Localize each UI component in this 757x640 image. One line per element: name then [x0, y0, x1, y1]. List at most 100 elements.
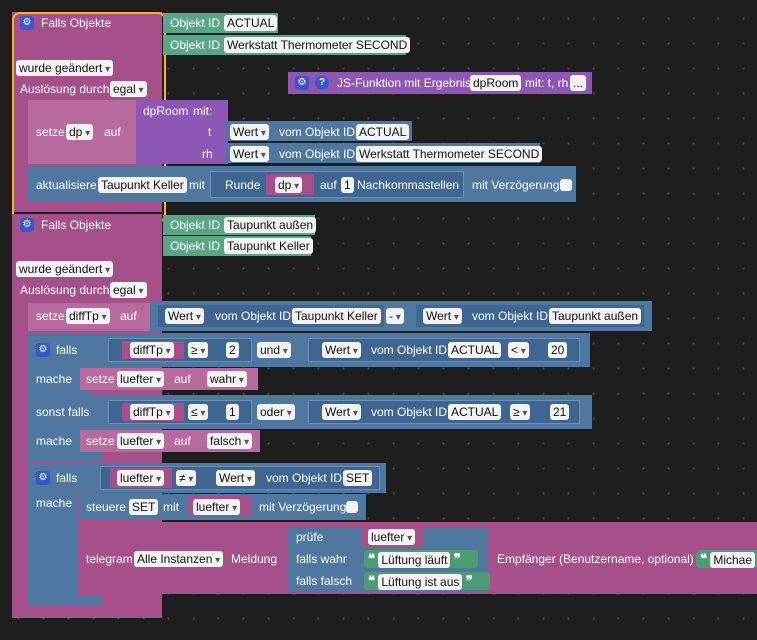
text-block[interactable]: ❝ Lüftung ist aus ❞	[364, 572, 490, 590]
variable-dropdown[interactable]: luefter	[117, 433, 165, 449]
quote-open-icon: ❝	[368, 573, 375, 588]
operator-dropdown[interactable]: ≠	[176, 470, 197, 486]
if-label: falls	[56, 343, 78, 357]
object-id-field[interactable]: ACTUAL	[448, 404, 502, 420]
auf-label: auf	[104, 125, 121, 139]
control-label: steuere	[86, 500, 127, 514]
object-id-label: Objekt ID	[170, 38, 221, 52]
object-id-field[interactable]: Taupunkt Keller	[224, 238, 313, 254]
changed-dropdown[interactable]: wurde geändert	[16, 60, 114, 76]
gear-icon[interactable]: ⚙	[295, 76, 309, 90]
operator-dropdown[interactable]: ≤	[188, 404, 209, 420]
wert-dropdown[interactable]: Wert	[322, 342, 361, 358]
operator-dropdown[interactable]: -	[386, 308, 404, 324]
variable-dropdown[interactable]: luefter	[193, 499, 241, 515]
gear-icon[interactable]: ⚙	[36, 343, 50, 357]
do-label: mache	[36, 372, 73, 386]
object-id-field[interactable]: ACTUAL	[356, 124, 410, 140]
wert-dropdown[interactable]: Wert	[230, 146, 269, 162]
if-block-1-bottom	[28, 452, 102, 461]
do-label: mache	[36, 434, 73, 448]
function-name: dpRoom	[143, 104, 189, 118]
function-mit-label: mit:	[193, 104, 213, 118]
vom-objekt-label: vom Objekt ID	[266, 471, 343, 485]
gear-icon[interactable]: ⚙	[36, 471, 50, 485]
set-label: setze	[86, 434, 115, 448]
number-field[interactable]: 2	[226, 342, 239, 358]
set-label: setze	[86, 372, 115, 386]
digits-field[interactable]: 1	[341, 177, 354, 193]
vom-objekt-label: vom Objekt ID	[279, 125, 356, 139]
variable-dropdown[interactable]: luefter	[117, 470, 165, 486]
param-t-label: t	[208, 125, 212, 139]
variable-dropdown[interactable]: diffTp	[66, 308, 110, 324]
trigger-by-dropdown[interactable]: egal	[110, 282, 147, 298]
if-block-2[interactable]	[28, 463, 78, 605]
do-label: mache	[36, 496, 73, 510]
logic-dropdown[interactable]: oder	[257, 404, 295, 420]
object-id-field[interactable]: ACTUAL	[448, 342, 502, 358]
operator-dropdown[interactable]: ≥	[510, 404, 531, 420]
object-id-field[interactable]: Taupunkt außen	[224, 217, 317, 233]
elseif-label: sonst falls	[36, 405, 90, 419]
object-id-field[interactable]: Taupunkt außen	[549, 308, 642, 324]
variable-dropdown[interactable]: luefter	[368, 529, 416, 545]
delay-checkbox[interactable]	[560, 179, 572, 191]
gear-icon[interactable]: ⚙	[20, 16, 34, 30]
text-field[interactable]: Lüftung läuft	[378, 552, 451, 568]
object-id-field[interactable]: Taupunkt Keller	[292, 308, 381, 324]
object-id-field[interactable]: SET	[129, 499, 159, 515]
object-id-field[interactable]: ACTUAL	[224, 15, 278, 31]
variable-dropdown[interactable]: diffTp	[130, 404, 174, 420]
text-field[interactable]: Michae	[710, 552, 756, 568]
auf-label: auf	[120, 309, 137, 323]
operator-dropdown[interactable]: <	[508, 342, 529, 358]
vom-objekt-label: vom Objekt ID	[371, 343, 448, 357]
number-field[interactable]: 1	[226, 404, 239, 420]
operator-dropdown[interactable]: ≥	[188, 342, 209, 358]
wert-dropdown[interactable]: Wert	[423, 308, 462, 324]
object-id-field[interactable]: Werkstatt Thermometer SECOND	[356, 146, 543, 162]
logic-dropdown[interactable]: und	[257, 342, 291, 358]
trigger-block-2-bottom	[12, 606, 162, 618]
help-icon[interactable]: ?	[315, 76, 329, 90]
if-true-label: falls wahr	[296, 552, 347, 566]
round-block[interactable]	[210, 171, 464, 198]
wert-dropdown[interactable]: Wert	[322, 404, 361, 420]
boolean-dropdown[interactable]: wahr	[207, 371, 247, 387]
variable-dropdown[interactable]: dp	[66, 124, 94, 140]
text-block[interactable]: ❝ Lüftung läuft ❞	[364, 550, 478, 568]
js-function-edit-button[interactable]: ...	[570, 75, 587, 91]
variable-dropdown[interactable]: luefter	[117, 371, 165, 387]
variable-dropdown[interactable]: diffTp	[130, 342, 174, 358]
trigger-by-dropdown[interactable]: egal	[110, 81, 147, 97]
function-call-block[interactable]	[136, 100, 228, 164]
object-id-label: Objekt ID	[170, 16, 221, 30]
js-function-params: mit: t, rh	[525, 76, 569, 90]
delay-checkbox[interactable]	[346, 501, 358, 513]
round-auf-label: auf	[320, 178, 337, 192]
gear-icon[interactable]: ⚙	[20, 218, 34, 232]
number-field[interactable]: 21	[550, 404, 570, 420]
text-field[interactable]: Lüftung ist aus	[378, 574, 463, 590]
number-field[interactable]: 20	[548, 342, 568, 358]
update-object-field[interactable]: Taupunkt Keller	[98, 177, 187, 193]
vom-objekt-label: vom Objekt ID	[371, 405, 448, 419]
telegram-label: telegram	[86, 552, 133, 566]
js-function-name-field[interactable]: dpRoom	[470, 75, 522, 91]
vom-objekt-label: vom Objekt ID	[279, 147, 356, 161]
boolean-dropdown[interactable]: falsch	[207, 433, 253, 449]
wert-dropdown[interactable]: Wert	[230, 124, 269, 140]
wert-dropdown[interactable]: Wert	[216, 470, 255, 486]
instances-dropdown[interactable]: Alle Instanzen	[134, 551, 224, 567]
quote-open-icon: ❝	[700, 551, 707, 566]
param-rh-label: rh	[202, 147, 213, 161]
changed-dropdown[interactable]: wurde geändert	[16, 261, 114, 277]
quote-open-icon: ❝	[368, 551, 375, 566]
wert-dropdown[interactable]: Wert	[165, 308, 204, 324]
object-id-field[interactable]: Werkstatt Thermometer SECOND	[224, 37, 411, 53]
variable-dropdown[interactable]: dp	[275, 177, 303, 193]
text-block[interactable]: ❝ Michae	[696, 550, 757, 568]
update-label: aktualisiere	[36, 178, 97, 192]
object-id-field[interactable]: SET	[343, 470, 373, 486]
